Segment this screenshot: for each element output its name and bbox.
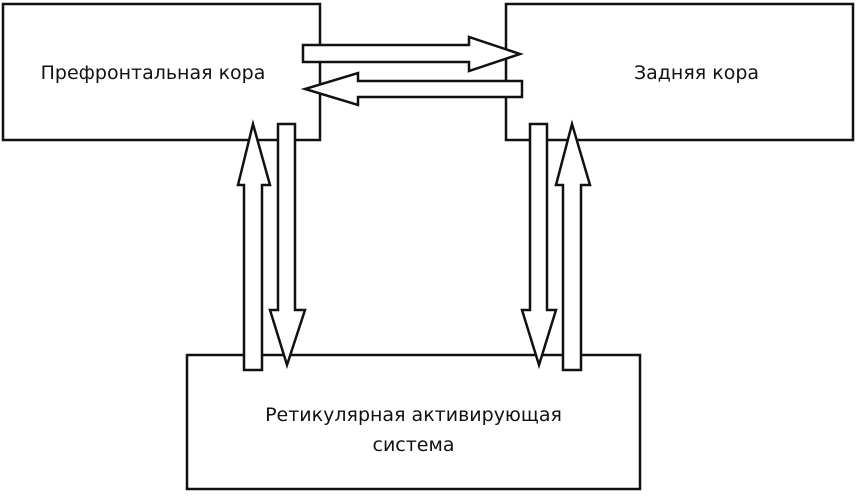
prefrontal-cortex-label: Префронтальная кора [40, 62, 266, 84]
reticular-system-box [185, 353, 642, 491]
posterior-cortex-box [504, 2, 855, 142]
arrow-prefrontal-to-reticular [268, 122, 307, 370]
prefrontal-cortex-box [1, 2, 322, 142]
arrow-posterior-to-prefrontal [300, 71, 524, 107]
arrow-posterior-to-reticular [520, 122, 558, 370]
reticular-system-label-line2: система [372, 434, 455, 457]
reticular-system-label: Ретикулярная активирующая система [187, 400, 640, 461]
arrow-prefrontal-to-posterior [301, 35, 524, 73]
reticular-system-label-line1: Ретикулярная активирующая [265, 404, 562, 426]
arrow-reticular-to-posterior [554, 119, 592, 372]
arrow-reticular-to-prefrontal [236, 119, 272, 372]
posterior-cortex-label: Задняя кора [633, 62, 760, 84]
